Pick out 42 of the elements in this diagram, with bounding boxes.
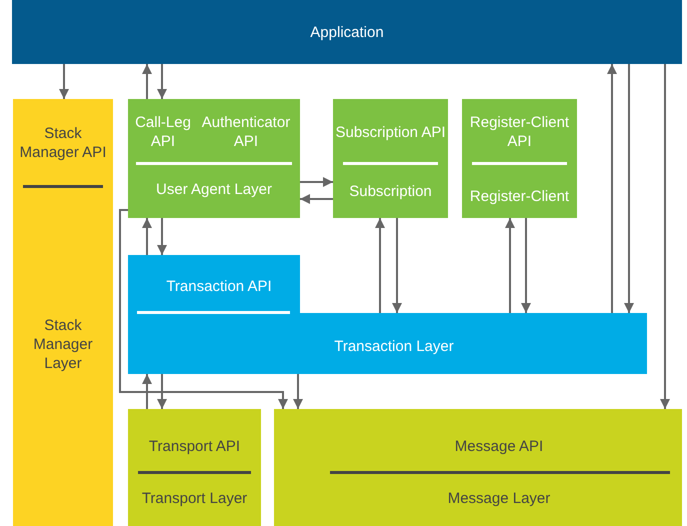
layer-box: [462, 99, 577, 218]
layer-label: Message API: [454, 436, 544, 456]
arrow: [375, 218, 385, 313]
arrow: [142, 374, 152, 409]
arrow: [392, 218, 402, 313]
layer-label: Transport API: [148, 436, 242, 456]
layer-label: Stack Manager Layer: [32, 316, 94, 374]
layer-box: [12, 0, 682, 64]
layer-box: [274, 409, 682, 526]
arrow: [119, 209, 288, 409]
layer-label: Subscription: [348, 182, 433, 202]
layer-label: Transport Layer: [140, 488, 248, 508]
layer-box: [128, 409, 261, 526]
layer-label: Application: [309, 22, 385, 42]
layer-label: Message Layer: [446, 488, 552, 508]
arrow: [157, 64, 167, 99]
layer-label: Transaction API: [165, 276, 273, 296]
layer-box: [128, 99, 300, 218]
layer-box: [333, 99, 448, 218]
arrow: [624, 64, 634, 313]
layer-label: Register-Client: [468, 186, 570, 206]
layer-label: Transaction Layer: [333, 336, 455, 356]
arrow: [59, 64, 69, 99]
layer-box: [128, 255, 647, 374]
arrow: [607, 64, 617, 313]
arrow: [157, 374, 167, 409]
arrow: [142, 218, 152, 255]
layer-label: Register-Client API: [468, 113, 570, 152]
arrow: [300, 194, 333, 204]
layer-label: Stack Manager API: [18, 124, 108, 163]
arrow: [142, 64, 152, 99]
arrow: [300, 177, 333, 187]
layer-label: Call-Leg API: [134, 113, 192, 152]
layer-box: [13, 99, 113, 526]
arrow: [293, 374, 303, 409]
arrow: [505, 218, 515, 313]
layer-label: Subscription API: [334, 122, 447, 142]
layer-label: Authenticator API: [200, 113, 292, 152]
arrow: [660, 64, 670, 409]
arrow: [521, 218, 531, 313]
layer-label: User Agent Layer: [155, 180, 273, 200]
arrow: [157, 218, 167, 255]
